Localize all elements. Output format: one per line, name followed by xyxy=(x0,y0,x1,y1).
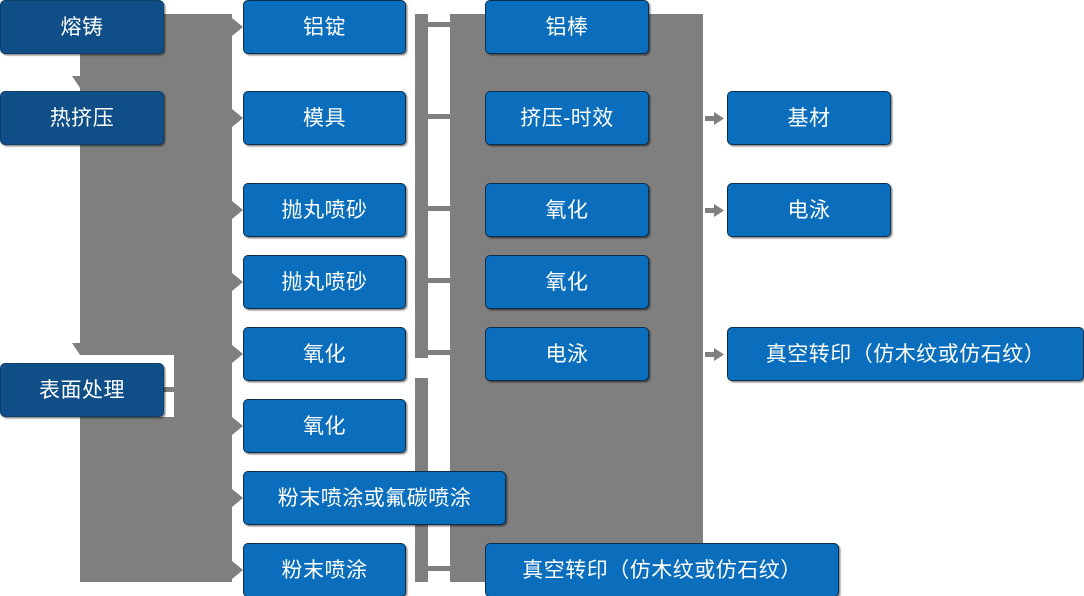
stage-hot-extrusion[interactable]: 热挤压 xyxy=(0,91,164,145)
step-shot-blasting-1[interactable]: 抛丸喷砂 xyxy=(243,183,406,237)
proc-oxidation-1[interactable]: 氧化 xyxy=(485,183,649,237)
left-band-arrowheads xyxy=(232,18,243,579)
step-oxidation-2-label: 氧化 xyxy=(303,414,346,438)
out-base-material[interactable]: 基材 xyxy=(727,91,891,145)
step-mold[interactable]: 模具 xyxy=(243,91,406,145)
proc-vacuum-transfer[interactable]: 真空转印（仿木纹或仿石纹） xyxy=(485,543,839,596)
proc-oxidation-2-label: 氧化 xyxy=(545,270,589,294)
arrow-to-vacuum-transfer xyxy=(705,348,724,361)
mid-band-ticks xyxy=(428,22,450,571)
out-vacuum-transfer-label: 真空转印（仿木纹或仿石纹） xyxy=(765,342,1046,366)
step-shot-blasting-1-label: 抛丸喷砂 xyxy=(281,198,368,222)
out-electrophoresis[interactable]: 电泳 xyxy=(727,183,891,237)
step-shot-blasting-2[interactable]: 抛丸喷砂 xyxy=(243,255,406,309)
proc-extrude-aging-label: 挤压-时效 xyxy=(520,106,614,130)
stage-melt-cast[interactable]: 熔铸 xyxy=(0,0,164,54)
proc-oxidation-2[interactable]: 氧化 xyxy=(485,255,649,309)
stage-surface-treat-label: 表面处理 xyxy=(39,378,125,402)
arrow-to-electrophoresis xyxy=(705,204,724,217)
step-oxidation-1[interactable]: 氧化 xyxy=(243,327,406,381)
step-powder-or-pvdf-label: 粉末喷涂或氟碳喷涂 xyxy=(277,486,472,510)
step-powder-or-pvdf[interactable]: 粉末喷涂或氟碳喷涂 xyxy=(243,471,506,525)
left-band-down-arrows xyxy=(72,76,88,355)
proc-electrophoresis[interactable]: 电泳 xyxy=(485,327,649,381)
step-shot-blasting-2-label: 抛丸喷砂 xyxy=(281,270,368,294)
step-mold-label: 模具 xyxy=(303,106,346,130)
out-base-material-label: 基材 xyxy=(787,106,831,130)
out-electrophoresis-label: 电泳 xyxy=(787,198,831,222)
step-aluminum-ingot-label: 铝锭 xyxy=(303,15,346,39)
step-aluminum-ingot[interactable]: 铝锭 xyxy=(243,0,406,54)
surface-treat-stub xyxy=(164,387,176,392)
proc-electrophoresis-label: 电泳 xyxy=(545,342,589,366)
step-powder-coating[interactable]: 粉末喷涂 xyxy=(243,543,406,596)
proc-vacuum-transfer-label: 真空转印（仿木纹或仿石纹） xyxy=(522,558,802,582)
step-powder-coating-label: 粉末喷涂 xyxy=(281,558,368,582)
process-to-output-arrows xyxy=(705,112,724,361)
step-oxidation-1-label: 氧化 xyxy=(303,342,346,366)
proc-aluminum-bar[interactable]: 铝棒 xyxy=(485,0,649,54)
proc-extrude-aging[interactable]: 挤压-时效 xyxy=(485,91,649,145)
proc-oxidation-1-label: 氧化 xyxy=(545,198,589,222)
out-vacuum-transfer[interactable]: 真空转印（仿木纹或仿石纹） xyxy=(727,327,1084,381)
left-connector-band xyxy=(72,14,243,582)
stage-hot-extrusion-label: 热挤压 xyxy=(49,106,115,130)
arrow-to-base-material xyxy=(705,112,724,125)
step-oxidation-2[interactable]: 氧化 xyxy=(243,399,406,453)
proc-aluminum-bar-label: 铝棒 xyxy=(545,15,589,39)
stage-melt-cast-label: 熔铸 xyxy=(60,15,104,39)
stage-surface-treat[interactable]: 表面处理 xyxy=(0,363,164,417)
